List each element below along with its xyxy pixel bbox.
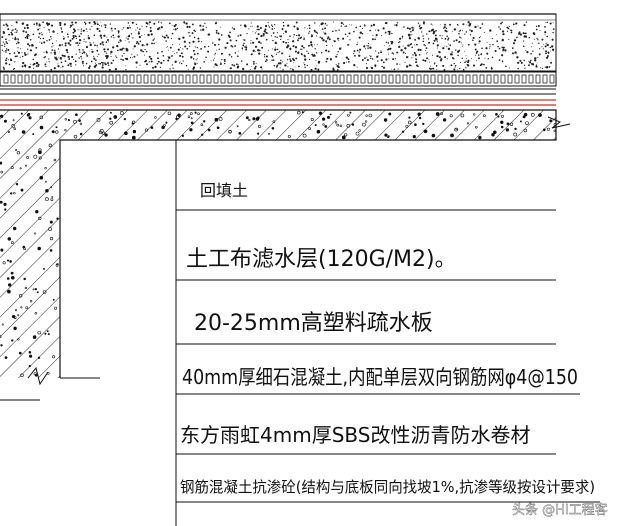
layer-label-sbs-membrane: 东方雨虹4mm厚SBS改性沥青防水卷材 xyxy=(180,423,530,447)
watermark-text: 头条 @HI工程客 xyxy=(512,502,608,518)
layer-label-fine-concrete: 40mm厚细石混凝土,内配单层双向钢筋网φ4@150 xyxy=(182,365,578,389)
structural-concrete xyxy=(0,109,557,378)
layer-label-geotextile: 土工布滤水层(120G/M2)。 xyxy=(186,247,457,272)
backfill-speckle-texture xyxy=(1,21,555,72)
break-symbol-right xyxy=(547,116,571,129)
drainage-board-layer xyxy=(0,71,557,87)
layer-label-structural-concrete: 钢筋混凝土抗渗砼(结构与底板同向找坡1%,抗渗等级按设计要求) xyxy=(180,478,595,496)
break-symbol-bottom xyxy=(27,366,49,386)
label-separators xyxy=(176,209,600,503)
layer-label-backfill: 回填土 xyxy=(200,181,248,200)
drainage-board-cells xyxy=(3,74,555,84)
layer-label-drainage-board: 20-25mm高塑料疏水板 xyxy=(194,311,433,336)
